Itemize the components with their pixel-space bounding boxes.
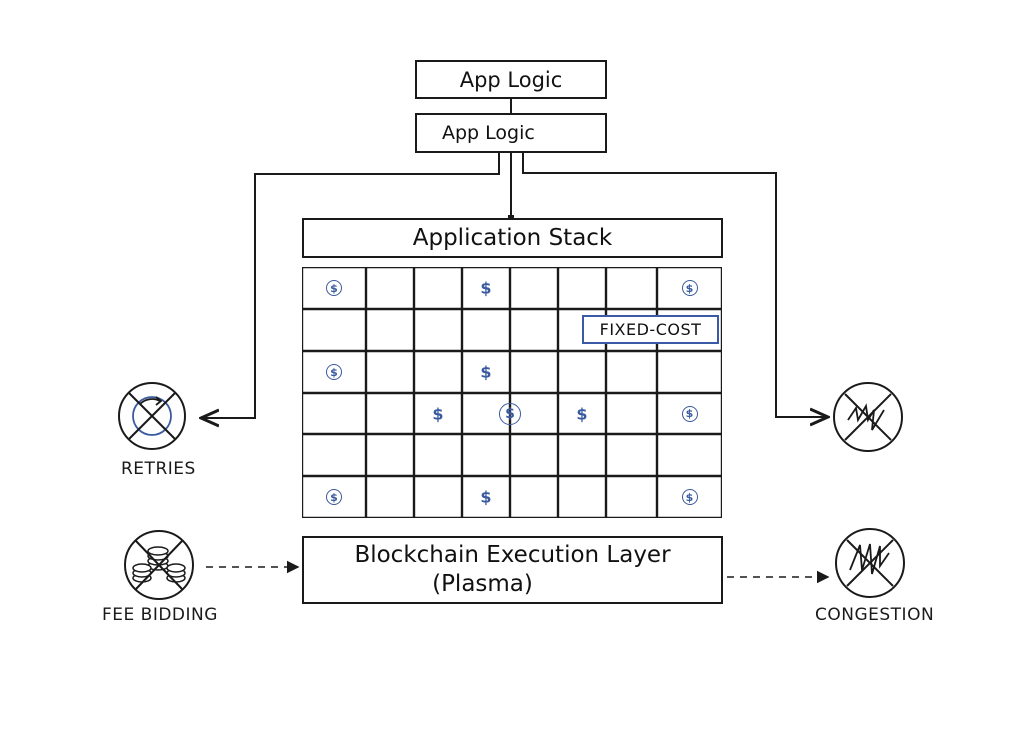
app-logic-box-top: App Logic bbox=[415, 60, 607, 99]
coin-icon: $ bbox=[326, 364, 342, 380]
congestion-label: CONGESTION bbox=[815, 605, 935, 625]
coin-icon: $ bbox=[681, 280, 698, 296]
coin-icon: $ bbox=[681, 489, 698, 505]
no-retries-icon bbox=[118, 382, 186, 450]
execution-layer-box: Blockchain Execution Layer (Plasma) bbox=[302, 536, 723, 604]
app-logic-label-top: App Logic bbox=[459, 67, 563, 92]
dollar-icon: $ bbox=[480, 362, 492, 382]
link-to-volatility bbox=[522, 152, 826, 417]
coin-icon: $ bbox=[499, 402, 521, 425]
coin-icon: $ bbox=[326, 489, 342, 505]
dollar-icon: $ bbox=[480, 487, 492, 507]
fixed-cost-badge: FIXED-COST bbox=[582, 315, 719, 344]
app-logic-box-second: App Logic bbox=[415, 113, 607, 153]
no-congestion-icon bbox=[835, 528, 905, 598]
coin-icon: $ bbox=[326, 280, 342, 296]
fee-grid bbox=[302, 267, 722, 518]
app-logic-label-second: App Logic bbox=[442, 122, 535, 144]
retries-label: RETRIES bbox=[121, 459, 196, 479]
fee-bidding-label: FEE BIDDING bbox=[102, 605, 218, 625]
application-stack-label: Application Stack bbox=[412, 225, 613, 251]
coin-icon: $ bbox=[681, 405, 698, 422]
application-stack-box: Application Stack bbox=[302, 218, 723, 258]
dollar-icon: $ bbox=[480, 278, 492, 298]
no-fee-bidding-icon bbox=[124, 530, 194, 600]
dollar-icon: $ bbox=[576, 404, 588, 423]
execution-layer-title: Blockchain Execution Layer bbox=[354, 542, 671, 568]
fixed-cost-label: FIXED-COST bbox=[599, 320, 702, 339]
execution-layer-subtitle: (Plasma) bbox=[432, 571, 533, 597]
dollar-icon: $ bbox=[432, 404, 444, 423]
no-volatility-icon bbox=[833, 382, 903, 452]
link-to-retries bbox=[203, 152, 500, 418]
